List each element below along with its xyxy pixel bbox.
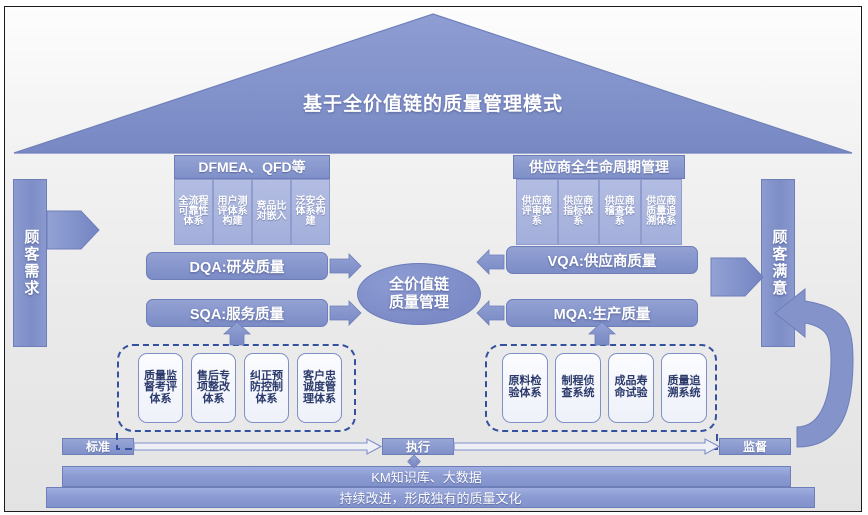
- left-group-cell-1: 全流程可靠性体系: [174, 179, 213, 245]
- page-title: 基于全价值链的质量管理模式: [302, 94, 563, 115]
- arrow-execute-to-supervise: [453, 438, 721, 455]
- right-group-cells: 供应商评审体系 供应商指标体系 供应商稽查体系 供应商质量追溯体系: [516, 179, 682, 245]
- right-system-3: 成品寿命试验: [608, 353, 654, 423]
- right-group-cell-4: 供应商质量追溯体系: [640, 179, 682, 245]
- right-pillar-customer-satisfaction: 顾客满意: [761, 179, 795, 347]
- arrow-sqa-to-center: [329, 300, 362, 326]
- left-system-3: 纠正预防控制体系: [244, 353, 289, 423]
- slide-frame: 基于全价值链的质量管理模式 顾客需求 顾客满意 DFMEA、QFD等 全流程可靠…: [4, 6, 862, 512]
- roof-shape: 基于全价值链的质量管理模式: [11, 11, 855, 157]
- arrow-right-exit: [710, 257, 764, 297]
- arrow-left-entry: [46, 210, 100, 250]
- left-pillar-label: 顾客需求: [22, 229, 40, 297]
- center-ellipse: 全价值链 质量管理: [357, 263, 481, 325]
- pill-sqa: SQA:服务质量: [146, 299, 328, 327]
- flow-tag-supervise: 监督: [719, 438, 791, 455]
- right-pillar-label: 顾客满意: [770, 229, 788, 297]
- center-line-2: 质量管理: [388, 294, 449, 311]
- dashed-left-baseline: [116, 433, 356, 450]
- pill-mqa: MQA:生产质量: [506, 299, 698, 327]
- pill-dqa: DQA:研发质量: [146, 252, 328, 280]
- left-group-cells: 全流程可靠性体系 用户测评体系构建 竞品比对嵌入 泛安全体系构建: [174, 179, 330, 245]
- left-system-4: 客户忠诚度管理体系: [297, 353, 342, 423]
- right-system-1: 原料检验体系: [502, 353, 548, 423]
- flow-tag-standard: 标准: [62, 438, 134, 455]
- right-group-cell-1: 供应商评审体系: [516, 179, 558, 245]
- right-system-4: 质量追溯系统: [661, 353, 707, 423]
- flow-tag-execute: 执行: [382, 438, 454, 455]
- footer-bar-km: KM知识库、大数据: [62, 466, 791, 487]
- pill-vqa: VQA:供应商质量: [506, 246, 698, 274]
- arrow-standard-to-execute: [133, 438, 383, 455]
- left-system-1: 质量监督考评体系: [138, 353, 183, 423]
- left-group-cell-2: 用户测评体系构建: [213, 179, 252, 245]
- left-pillar-customer-demand: 顾客需求: [13, 179, 47, 347]
- arrow-dqa-to-center: [329, 253, 362, 279]
- right-system-2: 制程侦查系统: [555, 353, 601, 423]
- arrow-mqa-to-center: [476, 300, 505, 326]
- left-group-header: DFMEA、QFD等: [174, 155, 330, 179]
- footer-bar-culture: 持续改进，形成独有的质量文化: [46, 487, 815, 508]
- right-group-header: 供应商全生命周期管理: [513, 155, 685, 179]
- dashed-right-baseline: [485, 433, 718, 450]
- left-group-cell-4: 泛安全体系构建: [291, 179, 330, 245]
- right-group-cell-2: 供应商指标体系: [557, 179, 599, 245]
- left-group-cell-3: 竞品比对嵌入: [252, 179, 291, 245]
- center-line-1: 全价值链: [388, 275, 449, 293]
- arrow-vqa-to-center: [476, 249, 505, 275]
- left-system-2: 售后专项整改体系: [191, 353, 236, 423]
- right-group-cell-3: 供应商稽查体系: [599, 179, 641, 245]
